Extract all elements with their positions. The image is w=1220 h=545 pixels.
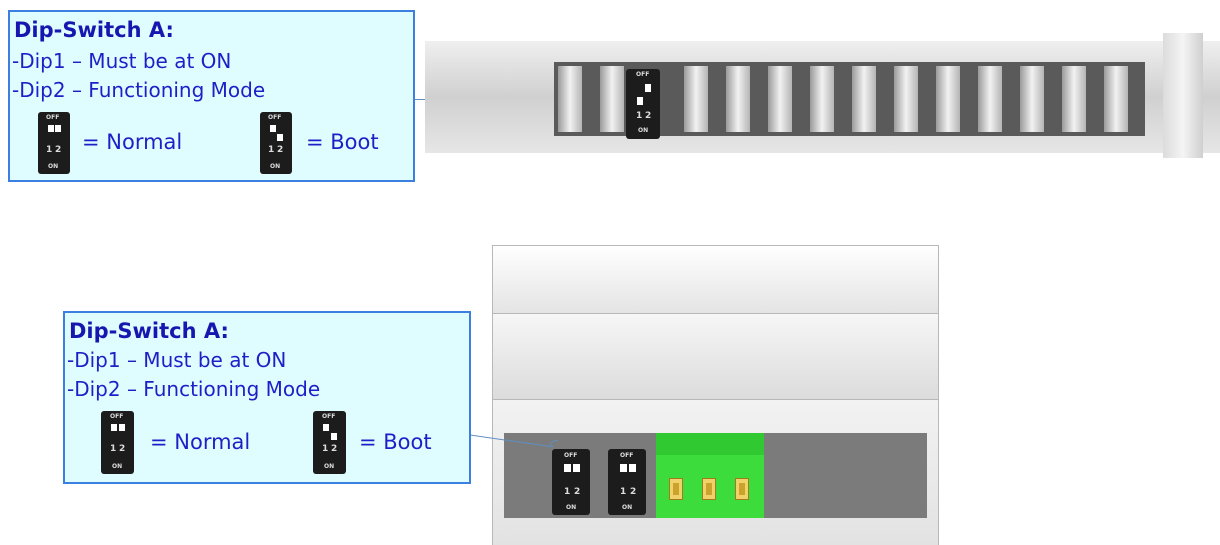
dip-1-label: 1 [564, 487, 571, 497]
dip-1-label: 1 [268, 145, 275, 155]
front-dip-switch-a-icon: OFF 1 2 ON [552, 449, 590, 515]
dip-off-label: OFF [636, 71, 650, 78]
dip-on-label: ON [112, 463, 123, 470]
terminal-screw-1 [669, 478, 683, 500]
device-top-panel [492, 245, 939, 314]
dip-off-label: OFF [110, 413, 124, 420]
callout-dip2-text: -Dip2 – Functioning Mode [67, 377, 321, 401]
dip-1-label: 1 [46, 145, 53, 155]
dip-2-label: 2 [645, 111, 652, 121]
dip-2-label: 2 [574, 487, 581, 497]
dip-off-label: OFF [322, 413, 336, 420]
callout-dip2-text: -Dip2 – Functioning Mode [12, 78, 266, 102]
dip-1-label: 1 [620, 487, 627, 497]
boot-mode-label: = Boot [306, 130, 379, 154]
dip-2-label: 2 [630, 487, 637, 497]
dip-switch-boot-icon: OFF 1 2 ON [313, 411, 346, 474]
dip-2-label: 2 [55, 145, 62, 155]
dip-1-label: 1 [322, 444, 329, 454]
boot-mode-label: = Boot [359, 430, 432, 454]
dip-switch-boot-icon: OFF 1 2 ON [260, 112, 292, 174]
dip-off-label: OFF [46, 114, 60, 121]
device-middle-panel [492, 313, 939, 400]
dip-2-label: 2 [331, 444, 338, 454]
front-dip-switch-b-icon: OFF 1 2 ON [608, 449, 646, 515]
dip-on-label: ON [566, 504, 577, 511]
dip-on-label: ON [638, 127, 649, 134]
dip-on-label: ON [270, 163, 281, 170]
callout-dip1-text: -Dip1 – Must be at ON [67, 348, 287, 372]
heatsink-fins [558, 66, 1128, 132]
normal-mode-label: = Normal [82, 130, 183, 154]
green-terminal-block [656, 433, 764, 518]
dip-switch-callout-top: Dip-Switch A: -Dip1 – Must be at ON -Dip… [8, 10, 415, 182]
device-dip-switch-icon: OFF 1 2 ON [626, 69, 660, 139]
dip-2-label: 2 [277, 145, 284, 155]
callout-connector-line-bottom [470, 434, 559, 448]
dip-switch-callout-bottom: Dip-Switch A: -Dip1 – Must be at ON -Dip… [63, 311, 471, 484]
dip-1-label: 1 [110, 444, 117, 454]
dip-off-label: OFF [564, 452, 578, 459]
dip-switch-normal-icon: OFF 1 2 ON [38, 112, 70, 174]
dip-1-label: 1 [636, 111, 643, 121]
dip-on-label: ON [48, 163, 59, 170]
terminal-screw-3 [735, 478, 749, 500]
device-top-view: OFF 1 2 ON [425, 33, 1220, 158]
callout-title: Dip-Switch A: [69, 319, 229, 343]
dip-off-label: OFF [620, 452, 634, 459]
dip-on-label: ON [622, 504, 633, 511]
normal-mode-label: = Normal [150, 430, 251, 454]
dip-off-label: OFF [268, 114, 282, 121]
callout-title: Dip-Switch A: [14, 18, 174, 42]
device-right-rail [1163, 33, 1203, 158]
dip-2-label: 2 [119, 444, 126, 454]
dip-switch-normal-icon: OFF 1 2 ON [101, 411, 134, 474]
dip-on-label: ON [324, 463, 335, 470]
callout-dip1-text: -Dip1 – Must be at ON [12, 49, 232, 73]
device-front-view: OFF 1 2 ON OFF 1 2 ON [492, 245, 939, 545]
terminal-screw-2 [702, 478, 716, 500]
